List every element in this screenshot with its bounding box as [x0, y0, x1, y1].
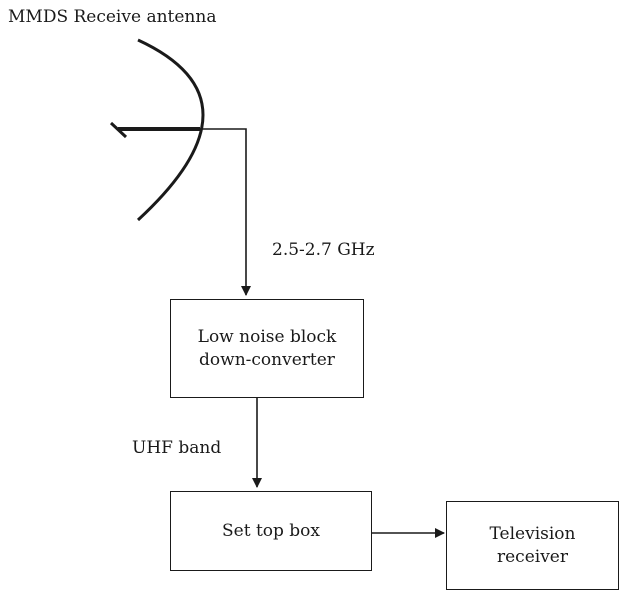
antenna-to-lnb-arrow — [200, 128, 251, 296]
uhf-band-label: UHF band — [132, 438, 222, 458]
television-receiver-block: Television receiver — [446, 501, 619, 590]
antenna-title: MMDS Receive antenna — [8, 7, 217, 27]
television-receiver-line2: receiver — [497, 546, 568, 567]
television-receiver-line1: Television — [489, 523, 576, 544]
frequency-label: 2.5-2.7 GHz — [272, 240, 375, 260]
antenna-feed-tip — [109, 121, 128, 139]
set-top-box-block: Set top box — [170, 491, 372, 571]
set-top-box-label: Set top box — [222, 520, 320, 541]
antenna-dish — [136, 38, 205, 222]
lnb-block: Low noise block down-converter — [170, 299, 364, 398]
lnb-block-line2: down-converter — [199, 349, 335, 370]
lnb-block-line1: Low noise block — [197, 326, 337, 347]
